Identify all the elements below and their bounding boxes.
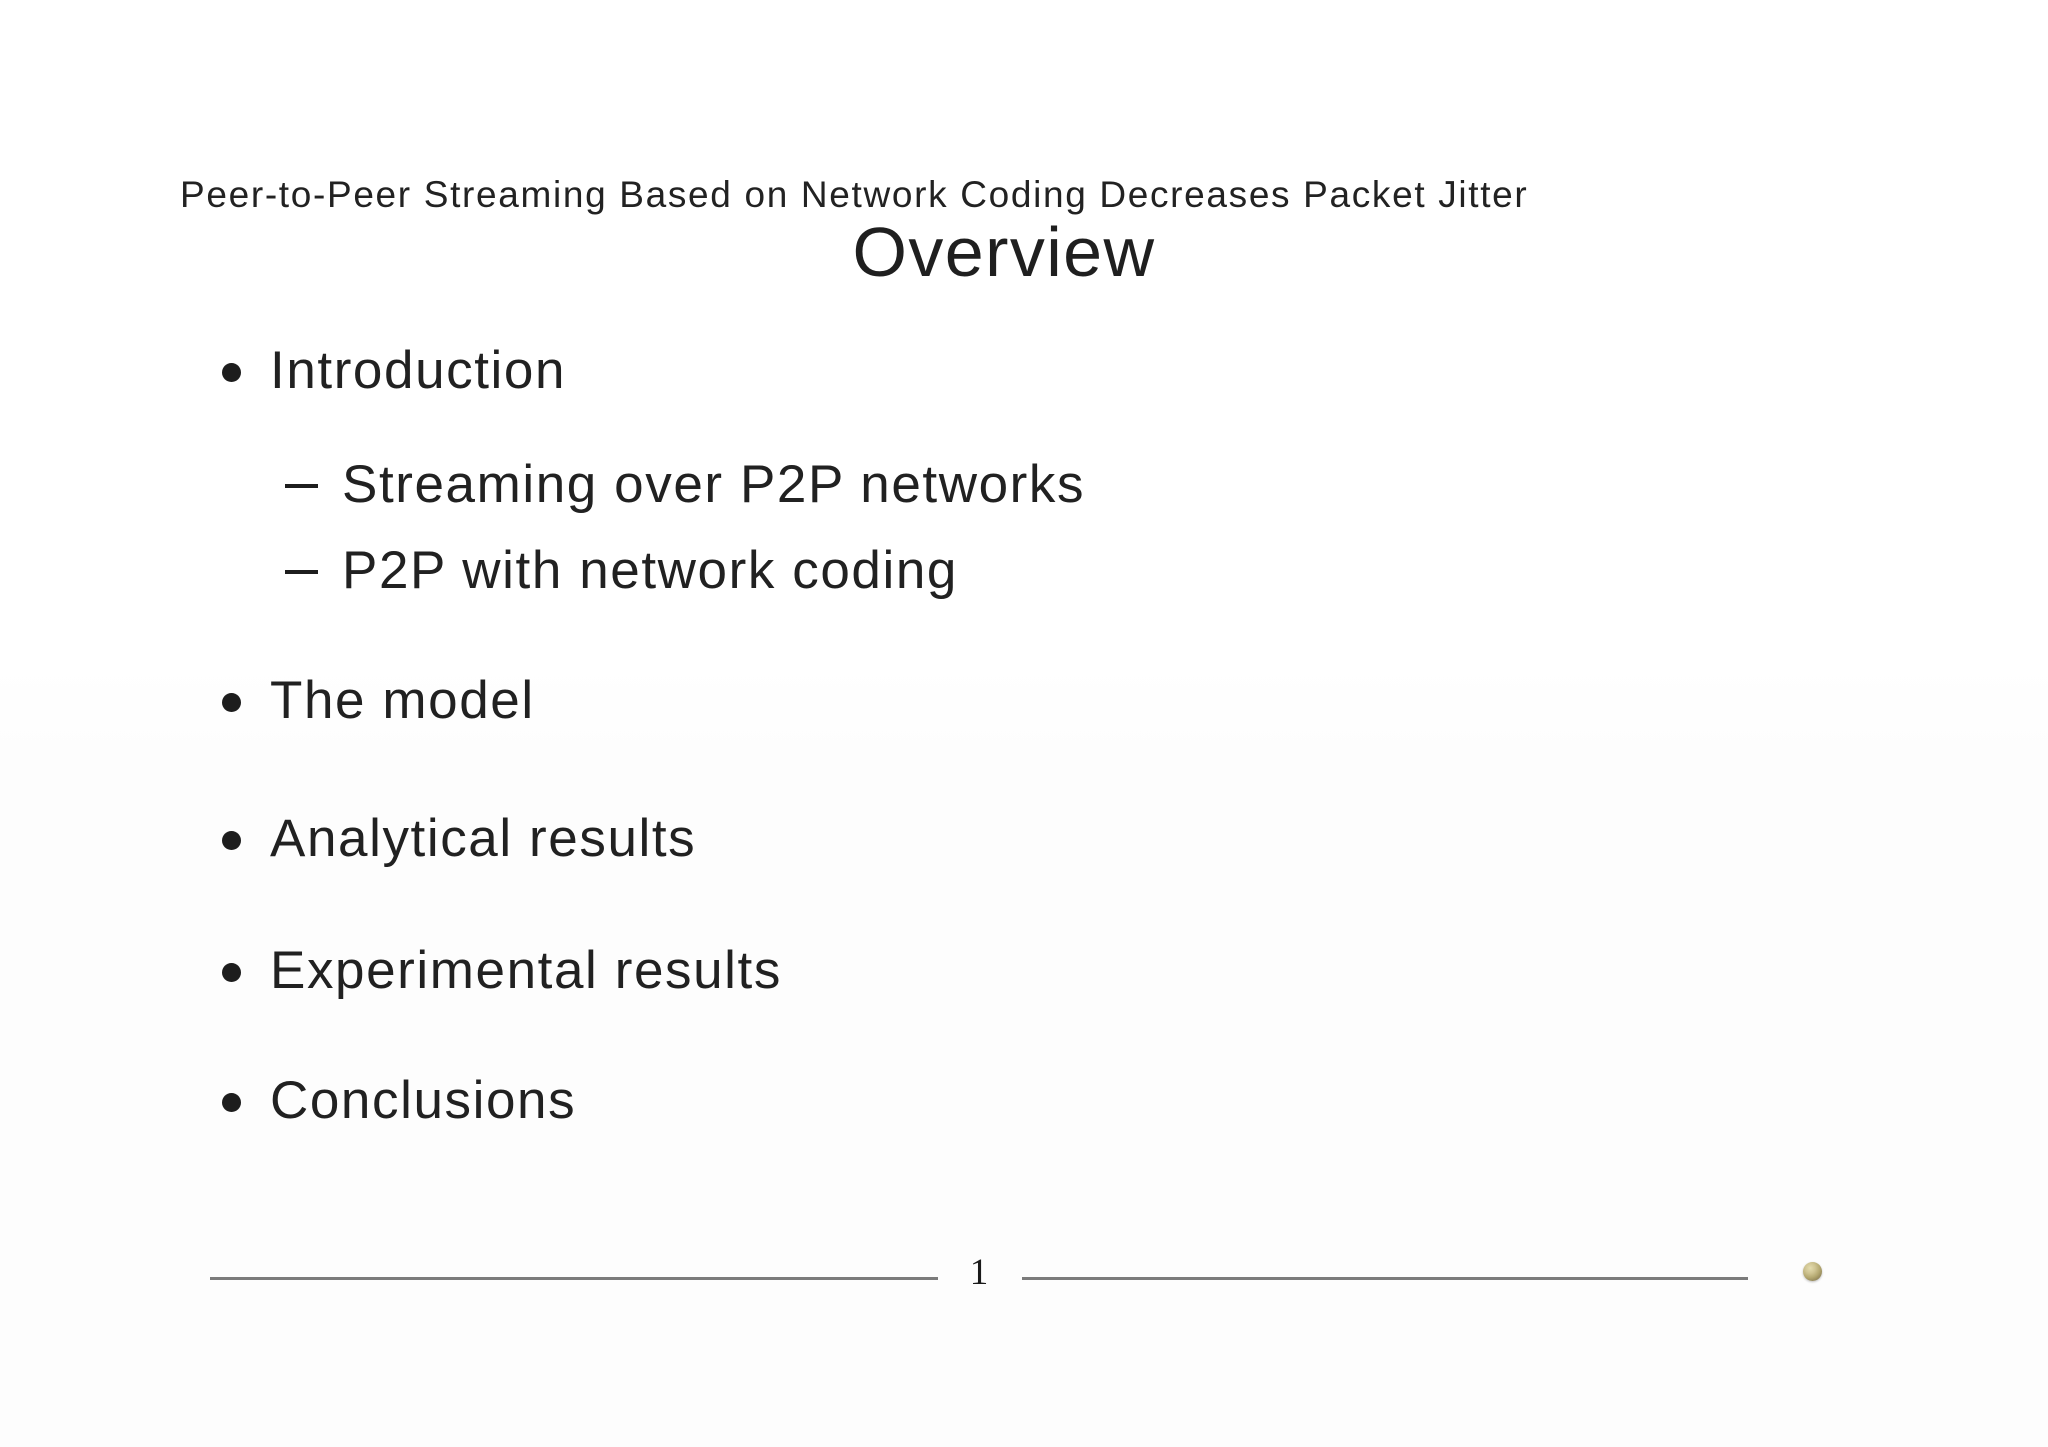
- sub-item-label: P2P with network coding: [342, 541, 958, 600]
- disc-bullet-icon: [222, 962, 241, 982]
- dash-bullet-icon: [285, 483, 318, 488]
- bullet-item-label: The model: [270, 671, 535, 730]
- talk-title-header: Peer-to-Peer Streaming Based on Network …: [180, 174, 1529, 215]
- disc-bullet-icon: [222, 362, 241, 382]
- bullet-item-label: Analytical results: [270, 809, 697, 868]
- bullet-item-label: Introduction: [270, 341, 567, 400]
- disc-bullet-icon: [222, 830, 241, 850]
- sub-item-streaming-over-p2p: Streaming over P2P networks: [285, 458, 1085, 511]
- bullet-item-introduction: Introduction: [222, 344, 566, 397]
- bullet-item-experimental-results: Experimental results: [222, 944, 782, 997]
- sub-item-label: Streaming over P2P networks: [342, 455, 1086, 514]
- disc-bullet-icon: [222, 692, 241, 712]
- bullet-item-label: Conclusions: [270, 1071, 577, 1130]
- bullet-item-analytical-results: Analytical results: [222, 812, 696, 865]
- dash-bullet-icon: [285, 569, 318, 574]
- slide-title: Overview: [852, 213, 1156, 291]
- bullet-item-the-model: The model: [222, 674, 535, 727]
- gold-sphere-icon: [1803, 1262, 1822, 1281]
- footer-rule-left: [210, 1277, 938, 1280]
- bullet-item-conclusions: Conclusions: [222, 1074, 576, 1127]
- disc-bullet-icon: [222, 1092, 241, 1112]
- page-number: 1: [969, 1252, 989, 1293]
- bullet-item-label: Experimental results: [270, 941, 782, 1000]
- footer-rule-right: [1022, 1277, 1748, 1280]
- sub-item-p2p-network-coding: P2P with network coding: [285, 544, 958, 597]
